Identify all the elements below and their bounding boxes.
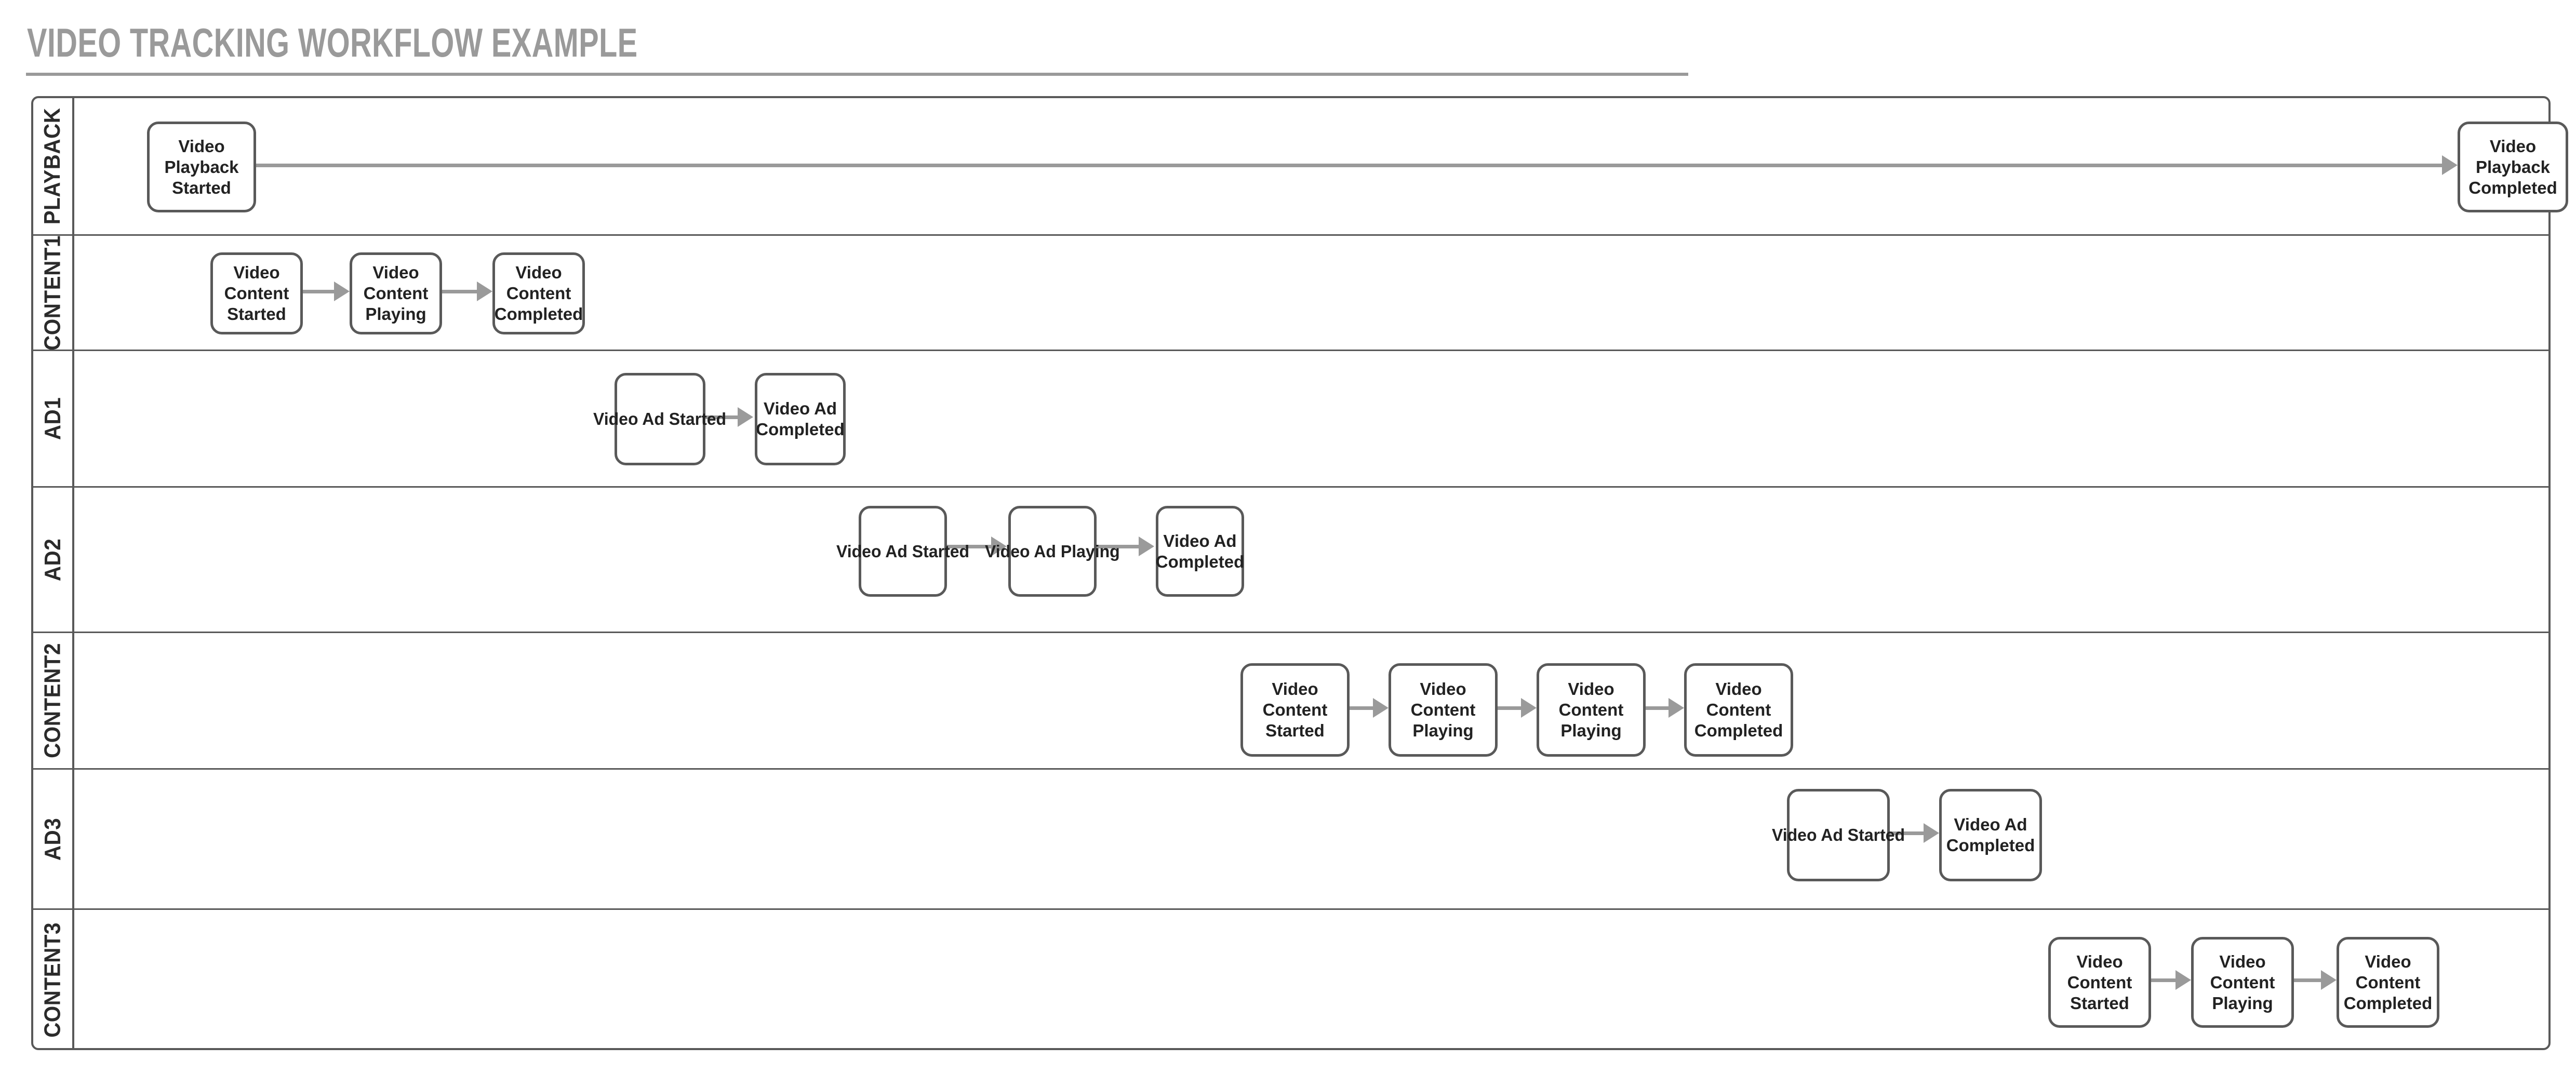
- lane-label-content3: CONTENT3: [39, 922, 65, 1038]
- connector-c3-playing-to-c3-completed: [2294, 978, 2321, 982]
- flow-node-label: Video Content Completed: [1694, 679, 1783, 740]
- flow-node-a1-started[interactable]: Video Ad Started: [593, 373, 727, 465]
- arrowhead-icon-c3-playing: [2175, 970, 2191, 990]
- flow-node-label: Video Content Completed: [494, 263, 583, 324]
- lane-body-content2: Video Content Started Video Content Playi…: [74, 633, 2548, 768]
- lane-body-ad3: Video Ad Started Video Ad Completed: [74, 770, 2548, 908]
- arrowhead-icon-c1-playing: [334, 281, 350, 301]
- flow-node-pb-start[interactable]: Video Playback Started: [147, 122, 256, 212]
- lane-body-content3: Video Content Started Video Content Playi…: [74, 910, 2548, 1050]
- lane-label-ad2: AD2: [39, 538, 65, 581]
- connector-c2-playing1-to-c2-playing2: [1498, 706, 1521, 710]
- lane-header-ad2: AD2: [33, 488, 74, 632]
- flow-node-label: Video Content Playing: [1558, 679, 1624, 740]
- connector-pb-start-to-pb-end: [256, 164, 2442, 167]
- connector-c1-playing-to-c1-completed: [442, 290, 477, 293]
- flow-node-c2-playing2[interactable]: Video Content Playing: [1537, 663, 1646, 757]
- flow-node-label: Video Playback Completed: [2468, 136, 2557, 197]
- arrowhead-icon-c3-completed: [2321, 970, 2337, 990]
- title-divider-rule: [26, 73, 1688, 76]
- lane-label-playback: PLAYBACK: [39, 108, 65, 225]
- lane-header-content3: CONTENT3: [33, 910, 74, 1050]
- flow-node-label: Video Content Started: [224, 263, 289, 324]
- flow-node-c1-completed[interactable]: Video Content Completed: [492, 252, 585, 334]
- lane-header-ad3: AD3: [33, 770, 74, 908]
- swimlane-ad1: AD1 Video Ad Started Video Ad Completed: [33, 351, 2548, 488]
- arrowhead-icon-a2-completed: [1139, 536, 1154, 556]
- connector-a2-started-to-a2-playing: [947, 545, 991, 548]
- flow-node-label: Video Ad Playing: [985, 541, 1120, 561]
- flow-node-label: Video Ad Completed: [1946, 815, 2035, 855]
- flow-node-label: Video Content Playing: [363, 263, 429, 324]
- flow-node-label: Video Playback Started: [164, 136, 239, 197]
- connector-c1-started-to-c1-playing: [303, 290, 334, 293]
- lane-label-ad1: AD1: [39, 397, 65, 440]
- connector-c3-started-to-c3-playing: [2151, 978, 2175, 982]
- arrowhead-icon-c2-completed: [1669, 698, 1684, 718]
- flow-node-label: Video Ad Started: [593, 409, 727, 428]
- flow-node-c3-playing[interactable]: Video Content Playing: [2191, 937, 2294, 1028]
- swimlane-ad3: AD3 Video Ad Started Video Ad Completed: [33, 770, 2548, 910]
- flow-node-label: Video Content Playing: [1410, 679, 1476, 740]
- flow-node-label: Video Ad Started: [836, 541, 970, 561]
- flow-node-label: Video Ad Completed: [756, 399, 845, 439]
- lane-body-content1: Video Content Started Video Content Playi…: [74, 236, 2548, 350]
- arrowhead-icon-a3-completed: [1924, 823, 1939, 843]
- flow-node-c1-playing[interactable]: Video Content Playing: [350, 252, 442, 334]
- lane-header-playback: PLAYBACK: [33, 98, 74, 234]
- flow-node-label: Video Content Started: [1262, 679, 1328, 740]
- connector-c2-started-to-c2-playing1: [1350, 706, 1373, 710]
- flow-node-c2-started[interactable]: Video Content Started: [1240, 663, 1350, 757]
- arrowhead-icon-a2-playing: [991, 536, 1007, 556]
- flow-node-a3-started[interactable]: Video Ad Started: [1772, 789, 1905, 881]
- lane-header-content1: CONTENT1: [33, 236, 74, 350]
- flow-node-c2-playing1[interactable]: Video Content Playing: [1389, 663, 1498, 757]
- lane-body-ad1: Video Ad Started Video Ad Completed: [74, 351, 2548, 486]
- connector-c2-playing2-to-c2-completed: [1646, 706, 1669, 710]
- flow-node-a1-completed[interactable]: Video Ad Completed: [755, 373, 846, 465]
- flow-node-label: Video Content Completed: [2343, 951, 2433, 1013]
- arrowhead-icon-pb-end: [2442, 155, 2458, 175]
- lane-label-ad3: AD3: [39, 817, 65, 861]
- flow-node-c3-started[interactable]: Video Content Started: [2048, 937, 2151, 1028]
- flow-node-a2-playing[interactable]: Video Ad Playing: [985, 506, 1120, 597]
- flow-node-label: Video Ad Started: [1771, 825, 1905, 844]
- lane-header-content2: CONTENT2: [33, 633, 74, 768]
- connector-a1-started-to-a1-completed: [705, 415, 738, 419]
- flow-node-a2-completed[interactable]: Video Ad Completed: [1156, 506, 1244, 597]
- flow-node-label: Video Content Started: [2067, 951, 2132, 1013]
- flow-node-label: Video Ad Completed: [1155, 531, 1245, 571]
- page-title: VIDEO TRACKING WORKFLOW EXAMPLE: [27, 20, 638, 65]
- connector-a3-started-to-a3-completed: [1890, 831, 1924, 835]
- flow-node-a3-completed[interactable]: Video Ad Completed: [1939, 789, 2042, 881]
- flow-node-label: Video Content Playing: [2210, 951, 2275, 1013]
- lane-label-content2: CONTENT2: [39, 643, 65, 758]
- flow-node-c2-completed[interactable]: Video Content Completed: [1684, 663, 1793, 757]
- arrowhead-icon-c2-playing1: [1373, 698, 1389, 718]
- flow-node-pb-end[interactable]: Video Playback Completed: [2458, 122, 2568, 212]
- lane-header-ad1: AD1: [33, 351, 74, 486]
- arrowhead-icon-a1-completed: [738, 407, 753, 427]
- connector-a2-playing-to-a2-completed: [1097, 545, 1139, 548]
- arrowhead-icon-c2-playing2: [1521, 698, 1537, 718]
- lane-body-playback: Video Playback Started Video Playback Com…: [74, 98, 2568, 234]
- flow-node-c1-started[interactable]: Video Content Started: [210, 252, 303, 334]
- arrowhead-icon-c1-completed: [477, 281, 492, 301]
- lane-label-content1: CONTENT1: [39, 236, 65, 350]
- flow-node-a2-started[interactable]: Video Ad Started: [836, 506, 969, 597]
- lane-body-ad2: Video Ad Started Video Ad Playing Video Ad…: [74, 488, 2548, 632]
- flow-node-c3-completed[interactable]: Video Content Completed: [2337, 937, 2439, 1028]
